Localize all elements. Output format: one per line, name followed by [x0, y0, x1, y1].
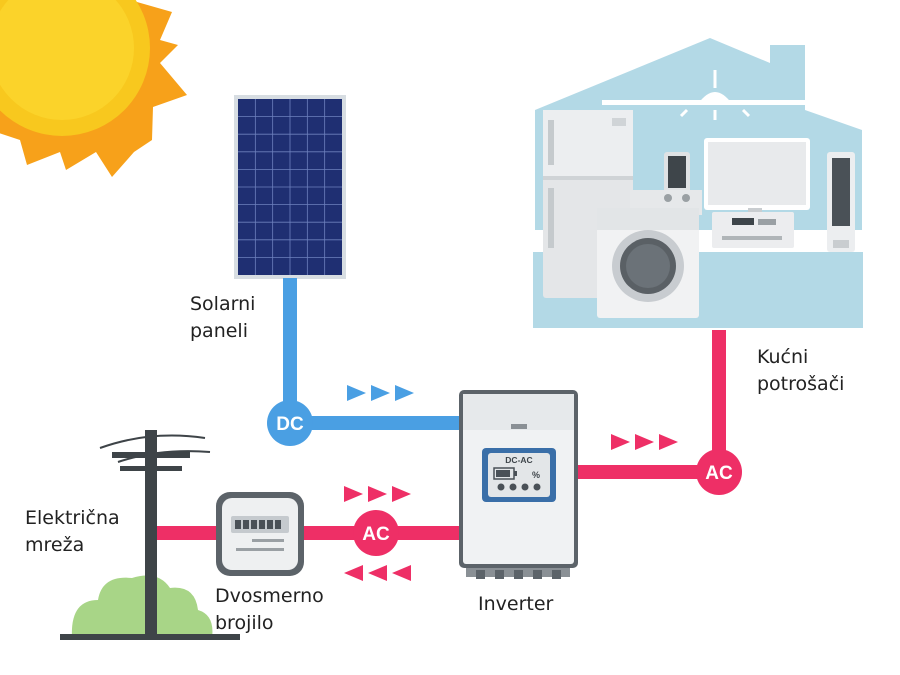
solar-panels-label: Solarni paneli: [190, 291, 255, 345]
inverter-display-percent: %: [532, 470, 540, 480]
dc-line: [283, 278, 462, 430]
appliances: [543, 110, 855, 318]
bidirectional-meter-label-line2: brojilo: [215, 612, 274, 634]
home-consumers-label: Kućni potrošači: [757, 344, 844, 398]
bidirectional-meter-label: Dvosmerno brojilo: [215, 583, 324, 637]
solar-panel-icon: [234, 95, 346, 279]
sun-icon: [0, 0, 187, 177]
dc-node: DC: [267, 400, 313, 446]
power-grid-label-line2: mreža: [25, 534, 85, 556]
import-flow-arrows: [344, 565, 411, 581]
solar-panels-label-line2: paneli: [190, 320, 248, 342]
inverter-label: Inverter: [478, 593, 554, 615]
inverter-display-title: DC-AC: [505, 455, 532, 465]
home-consumers-label-line1: Kućni: [757, 346, 809, 368]
tall-speaker-icon: [827, 152, 855, 252]
export-flow-arrows: [344, 486, 411, 502]
television-icon: [704, 138, 810, 214]
utility-pole-icon: [60, 430, 240, 640]
bidirectional-meter-icon: [216, 492, 304, 576]
audio-receiver-icon: [712, 212, 794, 248]
ac-node-house: AC: [696, 449, 742, 495]
washing-machine-icon: [597, 208, 699, 318]
power-grid-label: Električna mreža: [25, 505, 120, 559]
home-consumers-label-line2: potrošači: [757, 373, 845, 395]
ac-line-house: [576, 330, 726, 479]
ac-node-house-label: AC: [705, 463, 733, 484]
dc-node-label: DC: [276, 414, 304, 435]
solar-panels-label-line1: Solarni: [190, 293, 256, 315]
house-flow-arrows: [611, 434, 678, 450]
power-grid-label-line1: Električna: [25, 507, 120, 529]
speaker-icon: [664, 152, 690, 194]
ceiling-lamp-icon: [679, 70, 751, 120]
tree-icon: [71, 575, 213, 638]
ac-node-meter: AC: [353, 510, 399, 556]
bidirectional-meter-label-line1: Dvosmerno: [215, 585, 324, 607]
inverter-icon: [459, 390, 578, 579]
ac-node-meter-label: AC: [362, 524, 390, 545]
dc-flow-arrows: [347, 385, 414, 401]
